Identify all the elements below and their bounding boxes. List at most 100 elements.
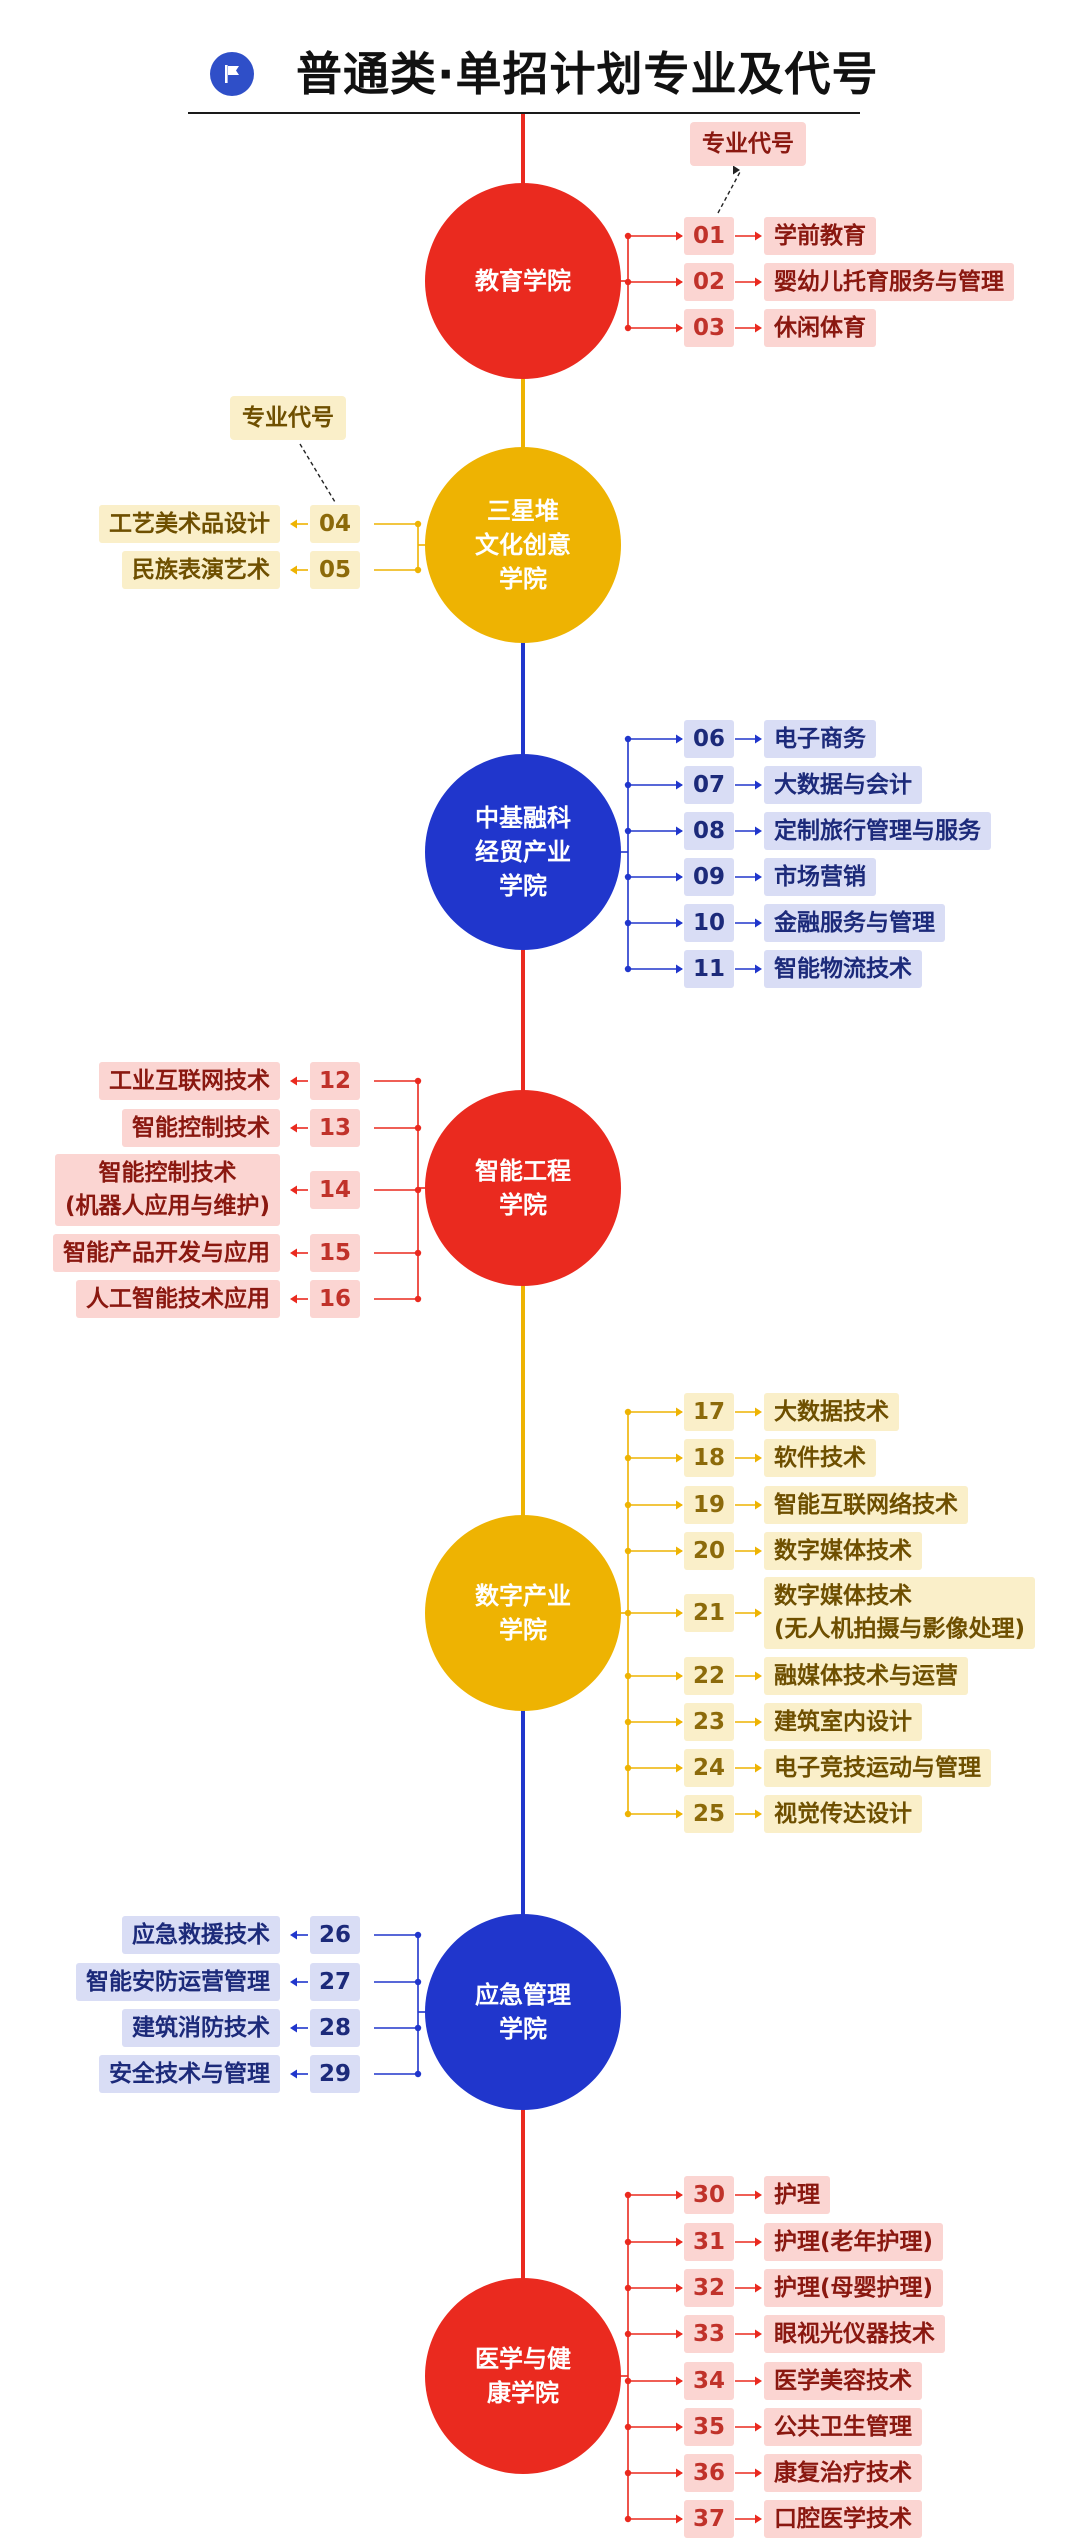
- college-node: 应急管理 学院: [425, 1914, 621, 2110]
- major-code: 23: [684, 1703, 734, 1741]
- branch-dot: [624, 2377, 632, 2385]
- branch-dot: [624, 232, 632, 240]
- major-name: 电子商务: [764, 720, 876, 758]
- major-code: 16: [310, 1280, 360, 1318]
- branch-dot: [624, 1718, 632, 1726]
- branch-dot: [624, 1454, 632, 1462]
- branch-dot: [414, 1077, 422, 1085]
- branch-dot: [624, 735, 632, 743]
- major-name: 电子竞技运动与管理: [764, 1749, 991, 1787]
- code-arrow: [290, 1930, 297, 1940]
- major-name: 工业互联网技术: [99, 1062, 280, 1100]
- branch-dot: [624, 1764, 632, 1772]
- code-arrow: [755, 2283, 762, 2293]
- major-name: 眼视光仪器技术: [764, 2315, 945, 2353]
- code-arrow: [755, 1546, 762, 1556]
- major-code: 18: [684, 1439, 734, 1477]
- code-arrow: [755, 1809, 762, 1819]
- college-node: 数字产业 学院: [425, 1515, 621, 1711]
- branch-dot: [624, 2191, 632, 2199]
- major-code: 11: [684, 950, 734, 988]
- branch-dot: [414, 2070, 422, 2078]
- major-code: 06: [684, 720, 734, 758]
- major-name: 智能互联网络技术: [764, 1486, 968, 1524]
- timeline-segment: [521, 370, 525, 460]
- major-code: 02: [684, 263, 734, 301]
- major-code: 26: [310, 1916, 360, 1954]
- major-name: 口腔医学技术: [764, 2500, 922, 2538]
- branch-arrow: [676, 1453, 683, 1463]
- major-name: 婴幼儿托育服务与管理: [764, 263, 1014, 301]
- major-code: 09: [684, 858, 734, 896]
- code-arrow: [290, 1076, 297, 1086]
- major-code: 21: [684, 1594, 734, 1632]
- major-code: 29: [310, 2055, 360, 2093]
- timeline-segment: [521, 630, 525, 760]
- branch-dot: [624, 965, 632, 973]
- branch-arrow: [676, 1407, 683, 1417]
- major-name: 医学美容技术: [764, 2362, 922, 2400]
- branch-arrow: [676, 231, 683, 241]
- branch-dot: [624, 1672, 632, 1680]
- timeline-segment: [521, 940, 525, 1100]
- branch-arrow: [676, 2237, 683, 2247]
- major-code: 24: [684, 1749, 734, 1787]
- branch-arrow: [676, 734, 683, 744]
- branch-arrow: [676, 2468, 683, 2478]
- major-code: 30: [684, 2176, 734, 2214]
- code-arrow: [290, 2069, 297, 2079]
- branch-arrow: [676, 1763, 683, 1773]
- code-arrow: [755, 918, 762, 928]
- branch-dot: [414, 1295, 422, 1303]
- code-arrow: [755, 1500, 762, 1510]
- code-arrow: [755, 734, 762, 744]
- branch-dot: [414, 520, 422, 528]
- major-name: 智能安防运营管理: [76, 1963, 280, 2001]
- major-name: 护理: [764, 2176, 830, 2214]
- branch-arrow: [676, 2376, 683, 2386]
- major-code: 17: [684, 1393, 734, 1431]
- branch-dot: [414, 1249, 422, 1257]
- code-arrow: [755, 1763, 762, 1773]
- branch-arrow: [676, 1717, 683, 1727]
- branch-dot: [624, 827, 632, 835]
- code-arrow: [755, 2514, 762, 2524]
- code-arrow: [755, 231, 762, 241]
- major-code: 20: [684, 1532, 734, 1570]
- branch-dot: [414, 1978, 422, 1986]
- branch-arrow: [676, 2329, 683, 2339]
- branch-dot: [624, 2515, 632, 2523]
- code-arrow: [755, 964, 762, 974]
- branch-dot: [624, 873, 632, 881]
- branch-dot: [624, 1810, 632, 1818]
- major-code: 14: [310, 1171, 360, 1209]
- callout-pointer: [717, 171, 741, 214]
- major-code: 04: [310, 505, 360, 543]
- code-arrow: [755, 1453, 762, 1463]
- code-callout: 专业代号: [230, 396, 346, 440]
- major-name: 市场营销: [764, 858, 876, 896]
- branch-arrow: [676, 780, 683, 790]
- major-name: 休闲体育: [764, 309, 876, 347]
- major-code: 15: [310, 1234, 360, 1272]
- code-arrow: [755, 2329, 762, 2339]
- branch-arrow: [676, 1608, 683, 1618]
- branch-arrow: [676, 1500, 683, 1510]
- major-name: 护理(老年护理): [764, 2223, 944, 2261]
- branch-arrow: [676, 2190, 683, 2200]
- code-arrow: [755, 780, 762, 790]
- branch-dot: [624, 1609, 632, 1617]
- college-node: 教育学院: [425, 183, 621, 379]
- major-name: 护理(母婴护理): [764, 2269, 944, 2307]
- branch-arrow: [676, 1671, 683, 1681]
- title-divider: [188, 112, 860, 114]
- branch-arrow: [676, 2283, 683, 2293]
- code-arrow: [755, 2190, 762, 2200]
- major-name: 公共卫生管理: [764, 2408, 922, 2446]
- major-name: 智能物流技术: [764, 950, 922, 988]
- branch-arrow: [676, 277, 683, 287]
- code-arrow: [755, 2237, 762, 2247]
- branch-arrow: [676, 964, 683, 974]
- code-arrow: [755, 323, 762, 333]
- callout-arrow: [733, 165, 740, 175]
